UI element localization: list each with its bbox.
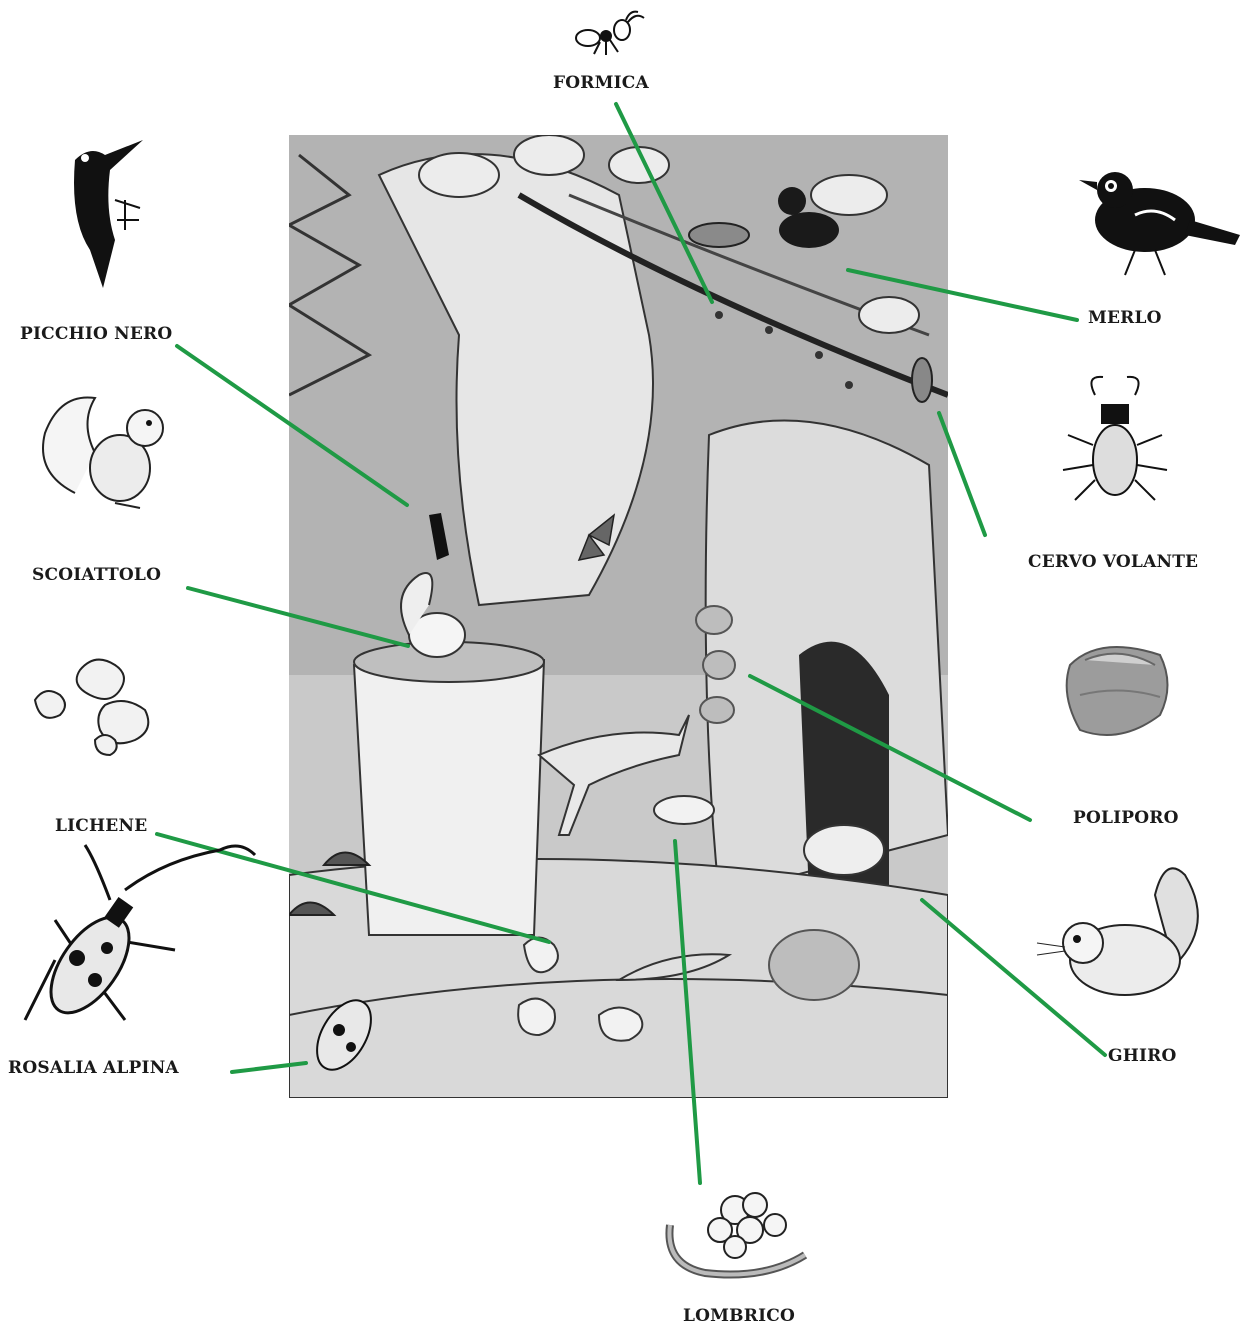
label-lichene: LICHENE [55, 816, 147, 836]
rosalia-beetle-icon [15, 840, 260, 1035]
leader-line-merlo [848, 270, 1077, 320]
leader-line-lombrico [675, 841, 700, 1183]
leader-line-rosalia-alpina [232, 1063, 306, 1072]
label-merlo: MERLO [1088, 308, 1162, 328]
label-picchio-nero: PICCHIO NERO [20, 324, 172, 344]
polypore-icon [1060, 635, 1175, 745]
leader-line-cervo-volante [939, 413, 985, 535]
label-cervo-volante: CERVO VOLANTE [1028, 552, 1198, 572]
woodpecker-icon [55, 140, 150, 290]
squirrel-icon [35, 383, 170, 513]
lichen-icon [25, 650, 160, 760]
ant-icon [570, 8, 650, 58]
dormouse-icon [1035, 855, 1225, 1005]
label-scoiattolo: SCOIATTOLO [32, 565, 161, 585]
leader-line-formica [616, 104, 712, 302]
stag-beetle-icon [1060, 375, 1170, 505]
label-ghiro: GHIRO [1108, 1046, 1176, 1066]
leader-line-scoiattolo [188, 588, 408, 646]
leader-line-picchio-nero [177, 346, 407, 505]
leader-line-poliporo [750, 676, 1030, 820]
label-lombrico: LOMBRICO [683, 1306, 795, 1326]
label-rosalia-alpina: ROSALIA ALPINA [8, 1058, 179, 1078]
label-poliporo: POLIPORO [1073, 808, 1179, 828]
earthworm-icon [665, 1185, 815, 1285]
blackbird-icon [1075, 160, 1240, 280]
label-formica: FORMICA [553, 73, 649, 93]
